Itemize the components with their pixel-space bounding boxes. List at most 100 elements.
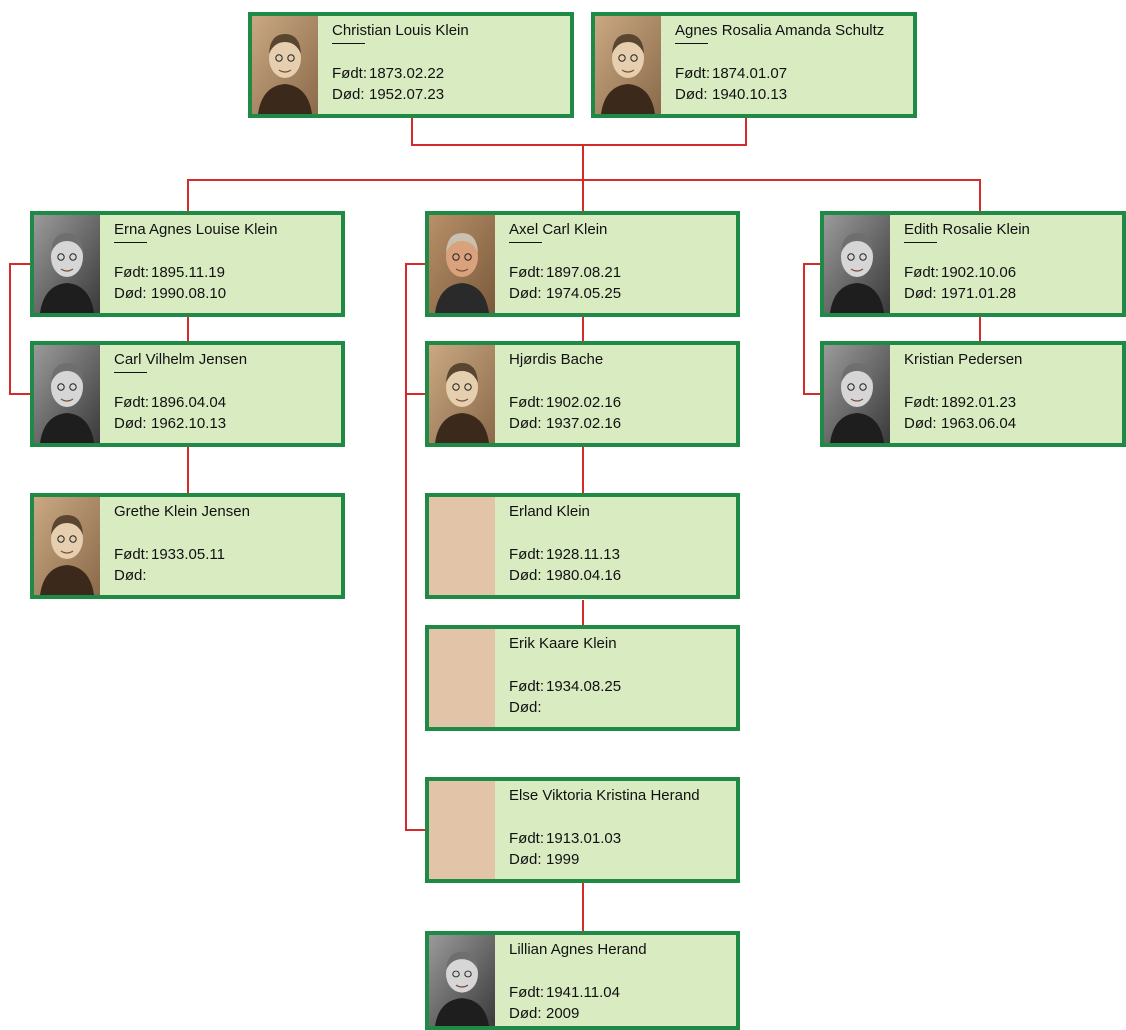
died-value: 2009 [546,1005,580,1022]
person-name: Erland Klein [509,503,590,520]
death-date: Død:1971.01.28 [904,285,1016,302]
person-name: Else Viktoria Kristina Herand [509,787,700,804]
name-underline [675,43,708,44]
born-label: Født: [509,678,545,695]
died-value: 1940.10.13 [712,86,788,103]
born-value: 1913.01.03 [546,830,622,847]
axel-else-bracket [405,263,428,831]
died-value: 1952.07.23 [369,86,445,103]
person-name: Erna Agnes Louise Klein [114,221,278,238]
death-date: Død:1940.10.13 [675,86,787,103]
born-value: 1902.10.06 [941,264,1017,281]
birth-date: Født:1892.01.23 [904,394,1016,411]
portrait-photo [595,16,661,114]
name-underline [114,372,147,373]
birth-date: Født:1896.04.04 [114,394,226,411]
born-label: Født: [509,830,545,847]
birth-date: Født:1913.01.03 [509,830,621,847]
erna-carl-side-bracket [9,263,33,395]
death-date: Død:1980.04.16 [509,567,621,584]
died-label: Død: [509,285,542,302]
portrait-photo [34,215,100,313]
person-name: Agnes Rosalia Amanda Schultz [675,22,885,39]
died-value: 1971.01.28 [941,285,1017,302]
died-value: 1990.08.10 [151,285,227,302]
death-date: Død: [114,567,151,584]
born-value: 1934.08.25 [546,678,622,695]
died-label: Død: [509,415,542,432]
died-label: Død: [114,567,147,584]
born-label: Født: [114,264,150,281]
death-date: Død:1999 [509,851,579,868]
born-value: 1892.01.23 [941,394,1017,411]
died-value: 1963.06.04 [941,415,1017,432]
person-name: Kristian Pedersen [904,351,1023,368]
born-label: Født: [509,984,545,1001]
death-date: Død: [509,699,546,716]
born-label: Født: [114,394,150,411]
born-label: Født: [675,65,711,82]
portrait-photo [34,497,100,595]
edith-kristian-side-bracket [803,263,825,395]
birth-date: Født:1928.11.13 [509,546,620,563]
born-label: Født: [509,264,545,281]
death-date: Død:1974.05.25 [509,285,621,302]
person-name: Axel Carl Klein [509,221,608,238]
portrait-photo [252,16,318,114]
photo-placeholder [429,629,495,727]
person-name: Edith Rosalie Klein [904,221,1030,238]
died-value: 1937.02.16 [546,415,622,432]
died-label: Død: [675,86,708,103]
person-name: Christian Louis Klein [332,22,469,39]
parents-to-children-line [187,145,981,212]
born-value: 1933.05.11 [151,546,225,563]
died-label: Død: [332,86,365,103]
death-date: Død:1963.06.04 [904,415,1016,432]
death-date: Død:1952.07.23 [332,86,444,103]
photo-placeholder [429,781,495,879]
birth-date: Født:1874.01.07 [675,65,787,82]
birth-date: Født:1934.08.25 [509,678,621,695]
born-label: Født: [904,264,940,281]
died-label: Død: [509,699,542,716]
birth-date: Født:1895.11.19 [114,264,225,281]
person-name: Grethe Klein Jensen [114,503,250,520]
portrait-photo [34,345,100,443]
birth-date: Født:1933.05.11 [114,546,225,563]
born-value: 1928.11.13 [546,546,620,563]
death-date: Død:1937.02.16 [509,415,621,432]
born-value: 1902.02.16 [546,394,622,411]
photo-placeholder [429,497,495,595]
died-label: Død: [509,567,542,584]
born-value: 1874.01.07 [712,65,788,82]
born-label: Født: [332,65,368,82]
parents-couple-line [411,118,747,146]
portrait-photo [429,935,495,1026]
name-underline [904,242,937,243]
born-label: Født: [904,394,940,411]
died-label: Død: [114,285,147,302]
born-label: Født: [509,394,545,411]
died-value: 1980.04.16 [546,567,622,584]
name-underline [114,242,147,243]
died-label: Død: [904,285,937,302]
death-date: Død:1990.08.10 [114,285,226,302]
died-label: Død: [904,415,937,432]
died-label: Død: [114,415,147,432]
died-value: 1974.05.25 [546,285,622,302]
name-underline [509,242,542,243]
